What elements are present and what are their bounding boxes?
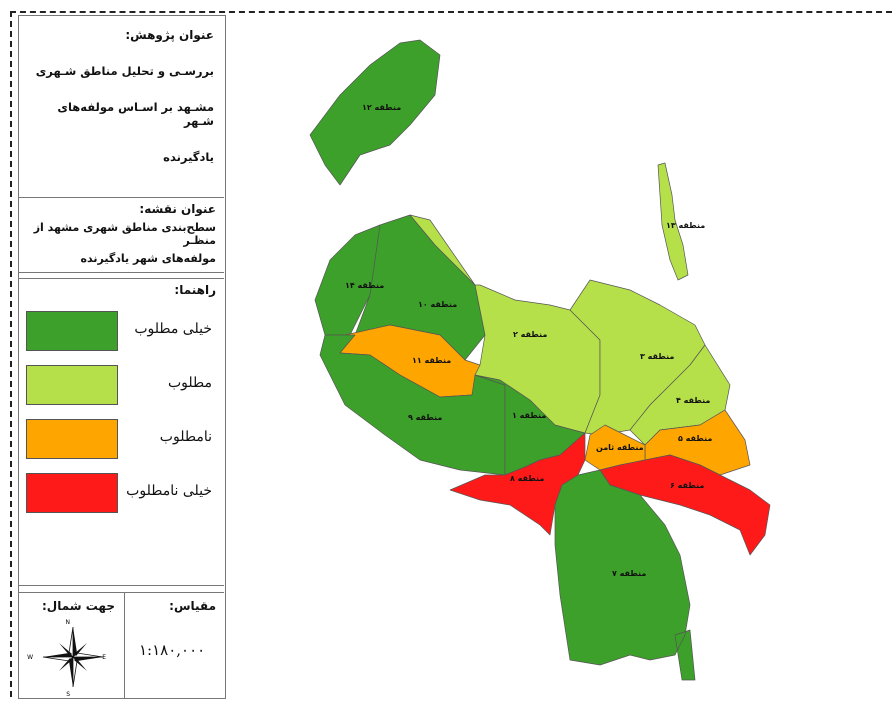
- study-title-line-3: یادگیرنده: [163, 150, 214, 164]
- zone-label-10: منطقه ۱۰: [418, 300, 457, 309]
- north-label: جهت شمال:: [41, 599, 115, 613]
- compass-n: N: [66, 619, 71, 626]
- compass-w: W: [27, 654, 33, 661]
- legend-box: راهنما: خیلی مطلوب مطلوب نامطلوب خیلی نا…: [19, 278, 224, 586]
- compass-e: E: [102, 654, 106, 661]
- zone-label-samen: منطقه ثامن: [596, 443, 644, 452]
- legend-swatch: [26, 419, 118, 459]
- study-title-line-2: مشـهد بر اسـاس مولفه‌های شـهر: [57, 100, 214, 128]
- legend-item-label: خیلی نامطلوب: [126, 483, 212, 499]
- legend-swatch: [26, 365, 118, 405]
- zone-13[interactable]: [657, 162, 689, 281]
- study-title-label: عنوان پژوهش:: [125, 28, 214, 42]
- zone-label-5: منطقه ۵: [678, 434, 712, 443]
- map-title-box: عنوان نقشه: سطح‌بندی مناطق شهری مشهد از …: [19, 198, 224, 273]
- scale-label: مقیاس:: [169, 599, 216, 613]
- scale-value: ۱:۱۸۰,۰۰۰: [139, 641, 206, 659]
- legend-item-label: مطلوب: [167, 375, 212, 391]
- zone-6[interactable]: [599, 454, 771, 556]
- legend-item: خیلی نامطلوب: [26, 473, 212, 513]
- map-title-label: عنوان نقشه:: [139, 202, 216, 216]
- zone-label-7: منطقه ۷: [612, 569, 646, 578]
- zone-label-14: منطقه ۱۴: [345, 281, 384, 290]
- compass-rose-icon: N S E W: [27, 619, 106, 697]
- legend-item-label: خیلی مطلوب: [134, 321, 212, 337]
- zone-label-2: منطقه ۲: [513, 330, 547, 339]
- legend-item-label: نامطلوب: [159, 429, 212, 445]
- study-title-line-1: بررسـی و تحلیل مناطق شـهری: [35, 64, 214, 78]
- study-title-box: عنوان پژوهش: بررسـی و تحلیل مناطق شـهری …: [19, 16, 224, 198]
- map-title-line-1: سطح‌بندی مناطق شهری مشهد از منظـر: [33, 221, 216, 247]
- map-info-panel: عنوان پژوهش: بررسـی و تحلیل مناطق شـهری …: [18, 15, 226, 699]
- legend-item: مطلوب: [26, 365, 212, 405]
- scale-north-box: مقیاس: ۱:۱۸۰,۰۰۰ جهت شمال: N S E W: [19, 592, 224, 700]
- map-title-line-2: مولفه‌های شهر یادگیرنده: [80, 252, 216, 265]
- zone-label-11: منطقه ۱۱: [412, 356, 451, 365]
- zone-label-8: منطقه ۸: [510, 474, 544, 483]
- zone-label-3: منطقه ۳: [640, 352, 674, 361]
- zone-label-6: منطقه ۶: [670, 481, 704, 490]
- north-cell: جهت شمال: N S E W: [19, 593, 123, 699]
- legend-swatch: [26, 473, 118, 513]
- map-frame: [10, 11, 892, 697]
- zone-label-12: منطقه ۱۲: [362, 103, 401, 112]
- mashhad-zones-map: منطقه ۱۲ منطقه ۱۳ منطقه ۱۴ منطقه ۱۰ منطق…: [309, 39, 771, 681]
- zone-label-13: منطقه ۱۳: [666, 221, 705, 230]
- legend-item: خیلی مطلوب: [26, 311, 212, 351]
- zone-8[interactable]: [449, 432, 586, 536]
- zone-12[interactable]: [309, 39, 441, 186]
- zone-label-9: منطقه ۹: [408, 413, 442, 422]
- zone-7[interactable]: [554, 469, 696, 681]
- legend-label: راهنما:: [174, 283, 216, 297]
- scale-cell: مقیاس: ۱:۱۸۰,۰۰۰: [124, 593, 224, 699]
- zone-label-1: منطقه ۱: [512, 411, 546, 420]
- legend-swatch: [26, 311, 118, 351]
- zone-label-4: منطقه ۴: [676, 396, 710, 405]
- legend-item: نامطلوب: [26, 419, 212, 459]
- compass-s: S: [66, 691, 70, 697]
